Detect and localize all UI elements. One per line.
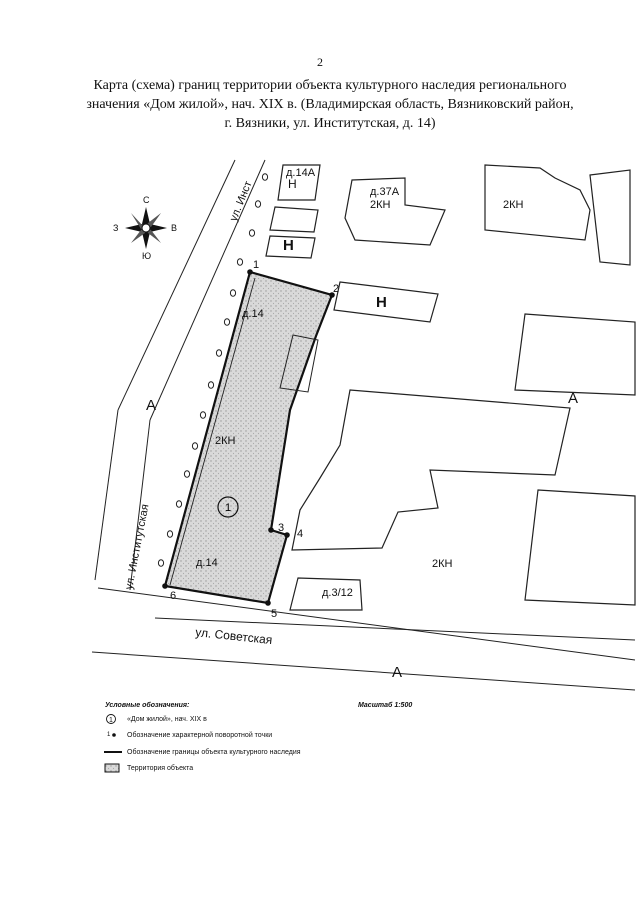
turning-point-4 [284,532,290,538]
object-territory [163,270,334,605]
turning-point-1 [247,269,253,275]
zone-a-bottom-label: А [392,664,402,681]
surrounding-buildings [265,164,636,611]
svg-text:1: 1 [107,732,111,738]
inner-wall [169,277,256,586]
map-labels: ул. Инст ул. Институтская ул. Советская … [123,167,578,681]
house-37a-label: д.37А [370,186,400,198]
title-line-3: г. Вязники, ул. Институтская, д. 14) [224,116,436,131]
svg-text:4: 4 [297,528,303,540]
document-title: Карта (схема) границ территории объекта … [60,76,600,133]
house-h-top-label: Н [288,177,297,191]
legend: Условные обозначения: Масштаб 1:500 «Дом… [105,702,545,772]
page-number: 2 [317,55,323,69]
title-line-2: значения «Дом жилой», нач. XIX в. (Влади… [86,97,574,112]
turning-points [162,269,335,606]
map-scale: Масштаб 1:500 [358,702,413,709]
street-institutskaya-top-label: ул. Инст [228,179,255,223]
house-h-right-label: Н [376,294,387,311]
house-14a-label: д.14А [286,167,316,179]
street-institutskaya-label: ул. Институтская [123,503,151,590]
legend-heading: Условные обозначения: [105,702,190,709]
house-14-top-label: д.14 [242,308,264,320]
legend-item-object: «Дом жилой», нач. XIX в [127,716,207,723]
turning-point-3 [268,527,274,533]
zone-a-left-label: А [146,397,156,414]
svg-text:2: 2 [333,283,339,295]
svg-text:С: С [143,195,150,205]
zone-2kn-site-label: 2КН [215,435,236,447]
turning-point-6 [162,583,168,589]
house-h-mid-label: Н [283,237,294,254]
svg-text:Ю: Ю [142,251,151,261]
legend-item-point: Обозначение характерной поворотной точки [127,732,273,739]
zone-2kn-37a-label: 2КН [370,199,391,211]
title-line-1: Карта (схема) границ территории объекта … [93,78,567,93]
legend-item-territory: Территория объекта [127,765,194,772]
street-sovetskaya-label: ул. Советская [195,625,273,647]
svg-text:1: 1 [225,502,231,514]
zone-a-right-label: А [568,390,578,407]
legend-symbols: 1 1 [104,714,122,773]
object-marker-icon: 1 [217,496,239,518]
svg-text:З: З [113,223,118,233]
outbuilding [279,334,319,393]
svg-text:3: 3 [278,522,284,534]
street-lines [91,159,636,691]
zone-2kn-right-label: 2КН [503,199,524,211]
zone-2kn-center-label: 2КН [432,558,453,570]
svg-text:6: 6 [170,590,176,602]
svg-text:В: В [171,223,177,233]
legend-item-boundary: Обозначение границы объекта культурного … [127,749,301,756]
turning-point-labels: 1 2 3 4 5 6 [170,259,339,620]
compass-rose-icon: С Ю В З [113,195,177,261]
house-3-12-label: д.3/12 [322,587,353,599]
svg-text:1: 1 [253,259,259,271]
svg-text:5: 5 [271,608,277,620]
turning-point-2 [329,292,335,298]
svg-text:1: 1 [109,717,113,724]
tree-markers [157,173,269,567]
turning-point-5 [265,600,271,606]
house-14-bottom-label: д.14 [196,557,218,569]
